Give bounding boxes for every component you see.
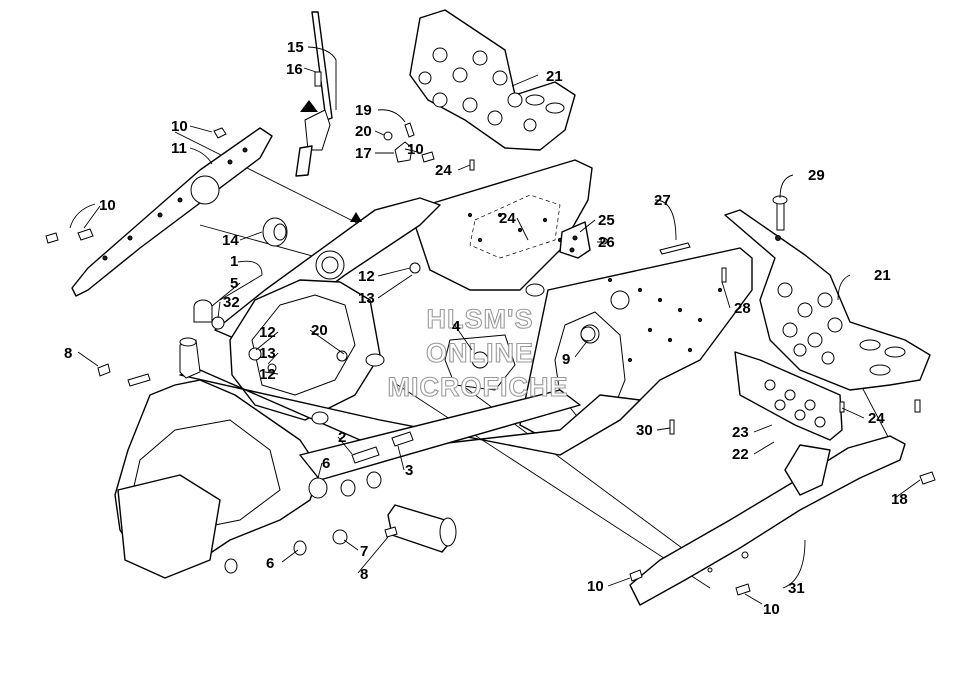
callout-21: 21: [874, 267, 891, 284]
callout-24: 24: [435, 162, 452, 179]
watermark-line-3: MICROFICHE: [388, 372, 569, 402]
callout-10: 10: [171, 118, 188, 135]
callout-10: 10: [587, 578, 604, 595]
watermark-line-1: HLSM'S: [427, 304, 534, 334]
callout-23: 23: [732, 424, 749, 441]
watermark-line-2: ONLINE: [426, 338, 534, 368]
callout-17: 17: [355, 145, 372, 162]
leader-lines: [69, 46, 921, 605]
callout-10: 10: [763, 601, 780, 618]
callout-8: 8: [64, 345, 72, 362]
callout-10: 10: [407, 141, 424, 158]
callout-7: 7: [360, 543, 368, 560]
callout-26: 26: [598, 234, 615, 251]
callout-1: 1: [230, 253, 238, 270]
callout-25: 25: [598, 212, 615, 229]
callout-15: 15: [287, 39, 304, 56]
bracket-25: [559, 221, 591, 259]
callout-24: 24: [868, 410, 885, 427]
skid-plate-right: [724, 209, 931, 391]
callout-5: 5: [230, 275, 238, 292]
main-frame: [114, 159, 753, 579]
callout-31: 31: [788, 580, 805, 597]
callout-9: 9: [562, 351, 570, 368]
upper-rail: [71, 127, 273, 297]
callout-11: 11: [171, 140, 187, 157]
callout-6: 6: [322, 455, 330, 472]
lower-rail: [629, 435, 906, 606]
callout-29: 29: [808, 167, 825, 184]
callout-labels: 15 16 10 11 10 14 1 5 32 8 19 20 10 17 2…: [64, 39, 908, 618]
steering-column: [295, 11, 333, 177]
callout-32: 32: [223, 294, 240, 311]
callout-4: 4: [452, 318, 461, 335]
callout-16: 16: [286, 61, 303, 78]
callout-12: 12: [259, 366, 276, 383]
callout-22: 22: [732, 446, 749, 463]
frame-rivets: [467, 212, 723, 363]
callout-10: 10: [99, 197, 116, 214]
callout-12: 12: [358, 268, 375, 285]
callout-20: 20: [311, 322, 328, 339]
watermark: HLSM'S ONLINE MICROFICHE: [387, 303, 569, 402]
callout-8: 8: [360, 566, 368, 583]
callout-24: 24: [499, 210, 516, 227]
callout-13: 13: [259, 345, 276, 362]
callout-13: 13: [358, 290, 375, 307]
callout-21: 21: [546, 68, 563, 85]
callout-27: 27: [654, 192, 671, 209]
bracket-22: [734, 351, 843, 441]
skid-plate-upper: [409, 9, 576, 151]
callout-30: 30: [636, 422, 653, 439]
callout-12: 12: [259, 324, 276, 341]
callout-19: 19: [355, 102, 372, 119]
callout-18: 18: [891, 491, 908, 508]
marker-triangle: [350, 212, 362, 222]
drive-mount: [444, 334, 516, 391]
callout-2: 2: [338, 429, 346, 446]
callout-14: 14: [222, 232, 239, 249]
callout-3: 3: [405, 462, 413, 479]
callout-6: 6: [266, 555, 274, 572]
callout-20: 20: [355, 123, 372, 140]
callout-28: 28: [734, 300, 751, 317]
